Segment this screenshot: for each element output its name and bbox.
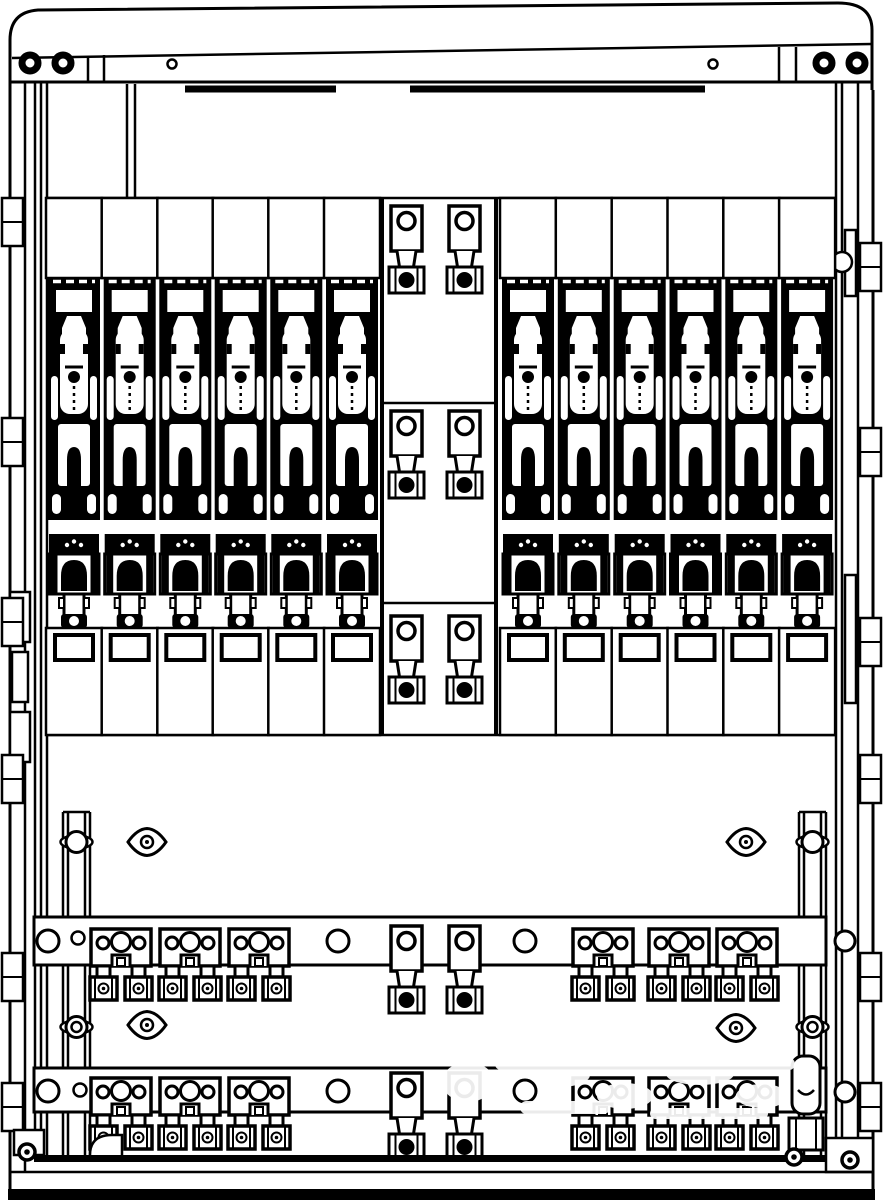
terminal-clamp [387,924,426,1015]
left-wall-notch [10,650,30,704]
busbar-hole [35,928,61,954]
hinge-tab [858,1081,883,1133]
hinge-tab [0,951,25,1003]
fuse-strip-bank-right [498,196,838,737]
cable-clamp-module [157,1076,223,1151]
frame-hole [833,1080,857,1104]
fuse-field [44,196,838,737]
cabinet-lid [8,1,874,90]
bolt [840,1150,860,1170]
bottom-rail [34,1155,826,1162]
cable-lug [787,1054,825,1152]
diamond-fastener [126,1010,168,1040]
busbar-hole [512,928,538,954]
top-rail-dividers [86,47,798,82]
left-post [61,810,92,1156]
rail-hole [707,58,719,70]
terminal-clamp [445,614,484,705]
cable-clamp-module [570,927,636,1002]
fuse-strip [777,196,838,737]
busbar-hole [512,1078,538,1104]
fuse-strip [498,196,558,737]
cable-clamp-module [646,927,712,1002]
hinge-tab [858,426,883,478]
cabinet-bottom [8,1128,875,1200]
right-rail-block [843,573,858,705]
fuse-strip [609,196,670,737]
fuse-strip [266,196,327,737]
terminal-clamp [387,409,426,500]
screw-icon [816,55,832,71]
top-slot-bar [185,85,336,93]
top-slot-bar [410,85,705,93]
screw-icon [849,55,865,71]
screw-icon [55,55,71,71]
diamond-fastener [715,1013,757,1043]
hinge-tab [0,596,25,648]
fuse-strip [553,196,614,737]
diamond-fastener [126,827,168,857]
hinge-tab [858,753,883,805]
bolt [784,1147,804,1167]
watermark-overlay [442,1058,795,1119]
fuse-strip [721,196,782,737]
rail-hole [166,58,178,70]
middle-column-dividers [384,401,494,605]
fuse-strip [44,196,104,737]
cable-clamp-module [226,927,292,1002]
hinge-tab [858,951,883,1003]
cable-clamp-module [88,927,154,1002]
lid-front-edge [11,42,873,60]
middle-column-borders [380,198,498,735]
fuse-strip [322,196,382,737]
hinge-tab [0,416,25,468]
terminal-clamp [445,204,484,295]
cable-clamp-module [226,1076,292,1151]
mounting-posts [59,810,830,1156]
hinge-tab [0,753,25,805]
busbar-row-upper [32,915,857,1104]
busbar-hole [35,1078,61,1104]
terminal-clamp [387,204,426,295]
terminal-clamp [387,1071,426,1162]
post-ring [59,1015,94,1039]
terminal-clamp [387,614,426,705]
fuse-strip [155,196,216,737]
bottom-corner-bracket [88,1133,124,1156]
terminal-clamp [445,409,484,500]
hinge-tab [858,241,883,293]
post-ring [59,830,94,854]
busbar-hole-small [70,930,86,946]
fuse-strip-bank-left [44,196,382,737]
fuse-strip [665,196,726,737]
post-ring [795,1015,830,1039]
right-post [797,810,828,1156]
frame-hole [833,929,857,953]
terminal-clamp [445,924,484,1015]
hinge-tab [0,196,25,248]
cable-clamp-module [714,927,780,1002]
screw-icon [22,55,38,71]
bolt [17,1142,37,1162]
hinge-tab [858,616,883,668]
busbar-hole [325,1078,351,1104]
top-panel-divider [125,84,137,198]
fuse-strip [210,196,271,737]
hinge-tab [0,1081,25,1133]
post-ring [795,830,830,854]
diamond-fastener [725,827,767,857]
cable-clamp-module [157,927,223,1002]
bottom-band [8,1189,875,1200]
busbar-hole-small [72,1082,88,1098]
middle-terminal-clamps [387,204,484,705]
fuse-strip [99,196,160,737]
busbar-hole [325,928,351,954]
